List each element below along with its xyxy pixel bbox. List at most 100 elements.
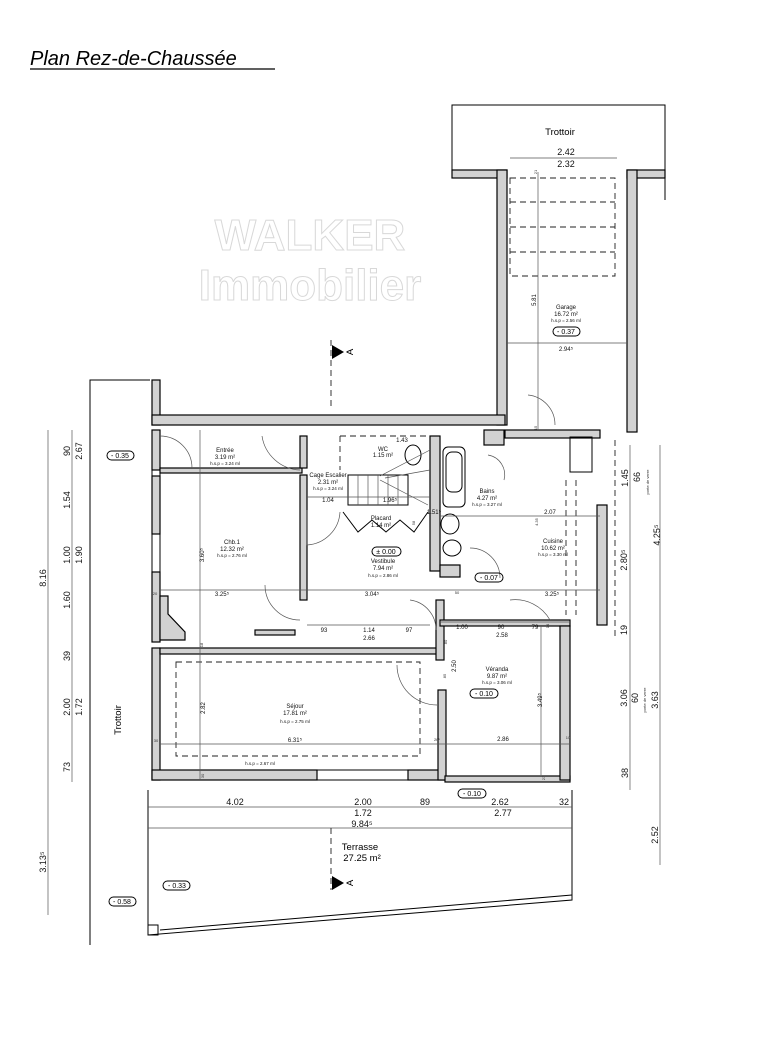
dim: 1.96⁵ xyxy=(383,497,398,504)
room-name: Chb.1 xyxy=(224,540,241,546)
dim: 1.43 xyxy=(396,438,408,444)
watermark-line2: Immobilier xyxy=(199,261,422,310)
dim: 73 xyxy=(62,762,72,772)
dim: 4.25⁵ xyxy=(652,524,662,546)
room-terrasse: Terrasse 27.25 m² xyxy=(342,842,381,864)
room-hsp: h.s.p = 3.24 ml xyxy=(210,461,240,466)
bathtub-icon xyxy=(442,446,466,508)
dim: 85 xyxy=(442,673,447,678)
room-chb1: Chb.1 12.32 m² h.s.p = 2.76 ml xyxy=(217,540,247,558)
dim: 1.72 xyxy=(74,698,84,716)
level-badge: - 0.07 xyxy=(480,575,498,582)
dim: 9.84⁵ xyxy=(351,819,373,829)
section-markers: A A Trottoir xyxy=(113,340,356,890)
room-hsp: h.s.p = 2.56 ml xyxy=(551,318,581,323)
trottoir-top-label: Trottoir xyxy=(545,127,575,138)
dim: 10 xyxy=(566,735,571,740)
dim: 2.82 xyxy=(201,702,207,714)
dim: 3.49⁵ xyxy=(537,692,544,707)
room-name: Cuisine xyxy=(543,539,564,545)
kitchen-sink-icon xyxy=(569,436,593,473)
level-badge: - 0.10 xyxy=(463,791,481,798)
room-area: 27.25 m² xyxy=(343,853,381,864)
left-dimensions: 8.16 3.13⁵ 90 2.67 1.54 1.00 1.90 1.60 3… xyxy=(38,442,84,872)
level-badge: - 0.58 xyxy=(113,899,131,906)
room-name: Bains xyxy=(479,489,494,495)
dim: 97 xyxy=(406,628,413,634)
dim: 21 xyxy=(533,169,538,174)
dim: 2.32 xyxy=(557,159,575,169)
room-cuisine: Cuisine 10.62 m² h.s.p = 3.30 ml xyxy=(538,539,568,557)
dim: 80 xyxy=(443,639,448,644)
dim: 2.00 xyxy=(354,797,372,807)
dim: 4.35 xyxy=(534,517,539,526)
dim: 14 xyxy=(545,623,550,628)
dim: 2.42 xyxy=(557,147,575,157)
room-name: Véranda xyxy=(486,667,509,673)
room-area: 17.81 m² xyxy=(283,711,307,717)
room-garage: Garage 16.72 m² h.s.p = 2.56 ml xyxy=(551,305,581,323)
walls xyxy=(151,169,666,783)
dim: 2.66 xyxy=(363,636,375,642)
room-hsp: h.s.p = 2.75 ml xyxy=(280,719,310,724)
room-vestibule: Vestibule 7.94 m² h.s.p = 2.86 ml xyxy=(368,559,398,578)
dim: 19 xyxy=(619,625,629,635)
room-name: WC xyxy=(378,447,389,453)
dim: 4.02 xyxy=(226,797,244,807)
dimension-lines xyxy=(47,157,661,915)
dim: 50 xyxy=(455,590,460,595)
dim: 2.58 xyxy=(496,633,508,639)
room-wc: WC 1.15 m² xyxy=(373,447,393,459)
level-badge: - 0.37 xyxy=(557,329,575,336)
dim: 3.06 xyxy=(619,689,629,707)
room-name: Séjour xyxy=(286,704,303,710)
dim: 32 xyxy=(559,797,569,807)
dim: 20 xyxy=(153,591,158,596)
dim: 1.60 xyxy=(62,591,72,609)
dim: 2.00 xyxy=(62,698,72,716)
dim: 30 xyxy=(200,773,205,778)
dim: 1.00 xyxy=(62,546,72,564)
trottoir-side-label: Trottoir xyxy=(113,705,124,735)
dim: 3.25⁵ xyxy=(215,591,230,598)
room-name: Terrasse xyxy=(342,842,378,853)
room-sejour: Séjour 17.81 m² h.s.p = 2.75 ml h.s.p = … xyxy=(245,704,310,766)
dim: 90 xyxy=(498,625,505,631)
room-name: Garage xyxy=(556,305,577,311)
property-lines xyxy=(89,379,573,945)
dim: 3.13⁵ xyxy=(38,851,48,873)
level-badge: - 0.10 xyxy=(475,691,493,698)
dim: 89 xyxy=(420,797,430,807)
dim: 1.51⁵ xyxy=(427,509,442,516)
room-hsp: h.s.p = 3.30 ml xyxy=(538,552,568,557)
room-area: 1.14 m² xyxy=(371,523,391,529)
room-name: Entrée xyxy=(216,448,234,454)
staircase xyxy=(339,435,431,506)
dim: 38 xyxy=(620,768,630,778)
room-name: Placard xyxy=(371,516,391,522)
dim: 60 xyxy=(630,693,640,703)
dim: 1.54 xyxy=(62,491,72,509)
dim: 58 xyxy=(411,520,416,525)
dim: 3.60⁵ xyxy=(199,547,206,562)
fixtures xyxy=(151,177,616,781)
room-entree: Entrée 3.19 m² h.s.p = 3.24 ml xyxy=(210,448,240,466)
dim: 1.00 xyxy=(456,625,468,631)
dim: 66 xyxy=(632,472,642,482)
room-area: 3.19 m² xyxy=(215,455,235,461)
sidewalk-top: Trottoir xyxy=(451,104,666,200)
room-area: 16.72 m² xyxy=(554,312,578,318)
dim-note: porte de verre xyxy=(645,469,650,495)
dim: 1.45 xyxy=(620,469,630,487)
dim: 39 xyxy=(62,651,72,661)
dim: 2.86 xyxy=(497,737,509,743)
dim: 2.52 xyxy=(650,826,660,844)
dim: 1.90 xyxy=(74,546,84,564)
dim-note: porte de verre xyxy=(642,687,647,713)
dim: 1.04 xyxy=(322,498,334,504)
dim: 2.67 xyxy=(74,442,84,460)
dimension-texts: 2.42 2.32 21 5.81 2.94⁵ 15 1.43 1.04 1.9… xyxy=(153,147,575,829)
plan-title: Plan Rez-de-Chaussée xyxy=(30,48,237,70)
room-labels: Entrée 3.19 m² h.s.p = 3.24 ml Cage Esca… xyxy=(210,305,581,864)
